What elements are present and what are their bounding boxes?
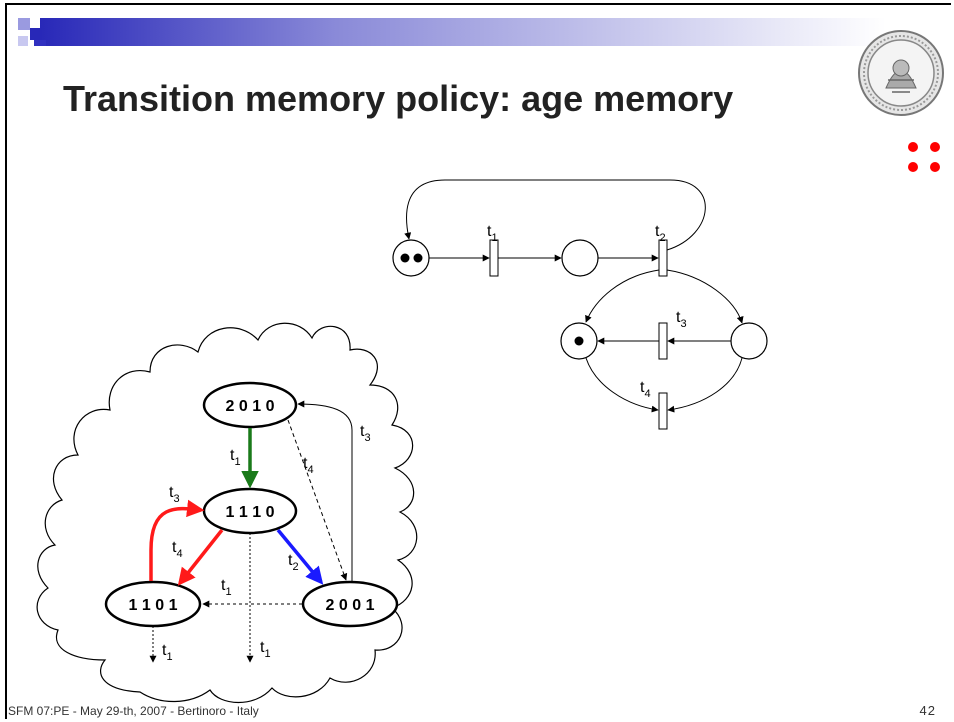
label-t4: t4 — [640, 379, 651, 400]
edge-label-t3-red: t3 — [169, 484, 180, 505]
arc-t2-p1 — [404, 179, 706, 251]
transition-t2 — [658, 239, 668, 277]
edge-label-t1-below-1101: t1 — [162, 642, 173, 663]
edge-2010-2001-dashed — [287, 419, 348, 581]
edge-2001-2010 — [297, 400, 353, 582]
arc-p4-t4 — [667, 357, 743, 413]
state-2010 — [202, 381, 298, 429]
label-t2: t2 — [655, 223, 666, 244]
label-t3: t3 — [676, 309, 687, 330]
page-number: 42 — [919, 703, 936, 718]
state-1110-label: 1 1 1 0 — [226, 504, 275, 521]
red-dots-icon — [908, 142, 940, 172]
university-seal-icon — [858, 30, 944, 116]
place-p1 — [392, 239, 430, 277]
place-p3 — [560, 322, 598, 360]
slide-title: Transition memory policy: age memory — [63, 78, 734, 119]
edge-label-t1-below-1110: t1 — [260, 639, 271, 660]
state-2001-label: 2 0 0 1 — [326, 597, 375, 614]
edge-1110-2001-blue — [276, 528, 324, 585]
arc-t2-p4 — [666, 269, 744, 324]
arc-t2-p3 — [585, 269, 660, 323]
arc-p3-t4 — [585, 357, 659, 413]
label-t1: t1 — [487, 223, 498, 244]
edge-label-t3-back: t3 — [360, 423, 371, 444]
state-2010-label: 2 0 1 0 — [226, 398, 275, 415]
slide-footer: SFM 07:PE - May 29-th, 2007 - Bertinoro … — [8, 704, 259, 718]
header-gradient-bar — [18, 18, 886, 46]
edge-label-t4-dashed: t4 — [303, 455, 314, 476]
state-1101-label: 1 1 0 1 — [129, 597, 178, 614]
edge-1101-1110-red — [149, 499, 205, 581]
edge-label-t1-green: t1 — [230, 447, 241, 468]
state-2001 — [301, 580, 399, 628]
edge-label-t4-red: t4 — [172, 539, 183, 560]
edge-1110-1101-red — [177, 528, 224, 586]
slide-frame — [5, 3, 951, 719]
edge-label-t2-blue: t2 — [288, 552, 299, 573]
transition-t4 — [658, 392, 668, 430]
edge-label-t1-horizontal: t1 — [221, 577, 232, 598]
